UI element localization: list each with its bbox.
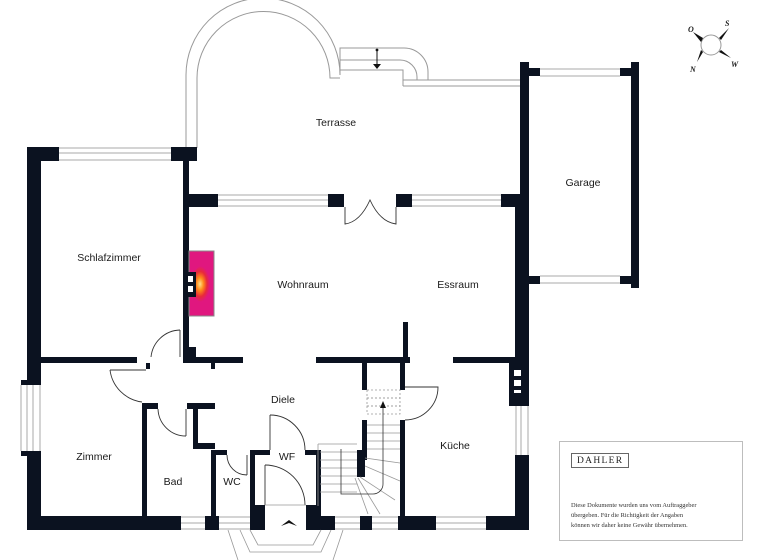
room-label-garage: Garage: [565, 177, 600, 189]
disclaimer-line: Diese Dokumente wurden uns vom Auftragge…: [571, 502, 697, 509]
disclaimer-box: DAHLER Diese Dokumente wurden uns vom Au…: [559, 441, 743, 541]
garage-windows: [540, 68, 620, 284]
room-label-diele: Diele: [271, 394, 295, 406]
room-label-kueche: Küche: [440, 440, 470, 452]
room-label-wc: WC: [223, 476, 241, 488]
entrance-steps: [227, 504, 344, 560]
disclaimer-line: können wir daher keine Gewähr übernehmen…: [571, 522, 688, 529]
garage-walls: [520, 62, 639, 362]
room-label-essraum: Essraum: [437, 279, 479, 291]
room-label-terrasse: Terrasse: [316, 117, 356, 129]
svg-text:O: O: [688, 25, 694, 34]
entrance-arrow-icon: [281, 520, 297, 526]
disclaimer-line: übergeben. Für die Richtigkeit der Angab…: [571, 512, 684, 519]
fireplace: [186, 250, 215, 317]
room-label-zimmer: Zimmer: [76, 451, 112, 463]
svg-text:W: W: [731, 60, 739, 69]
brand-logo: DAHLER: [571, 453, 630, 468]
room-label-schlafzimmer: Schlafzimmer: [77, 252, 141, 264]
windows: [20, 147, 529, 530]
doors: [109, 198, 439, 506]
disclaimer-text: Diese Dokumente wurden uns vom Auftragge…: [571, 501, 741, 531]
room-label-bad: Bad: [164, 476, 183, 488]
step-arrow-icon: [373, 48, 381, 69]
room-label-wohnraum: Wohnraum: [277, 279, 328, 291]
vent-marks: [514, 370, 521, 393]
terrace-outline: [185, 0, 520, 148]
staircase: [317, 389, 401, 515]
svg-text:S: S: [725, 19, 730, 28]
house-walls: [21, 147, 529, 530]
svg-text:N: N: [689, 65, 697, 74]
compass-icon: O S N W: [688, 19, 739, 74]
stair-arrow-icon: [380, 401, 386, 408]
room-label-wf: WF: [279, 451, 295, 463]
